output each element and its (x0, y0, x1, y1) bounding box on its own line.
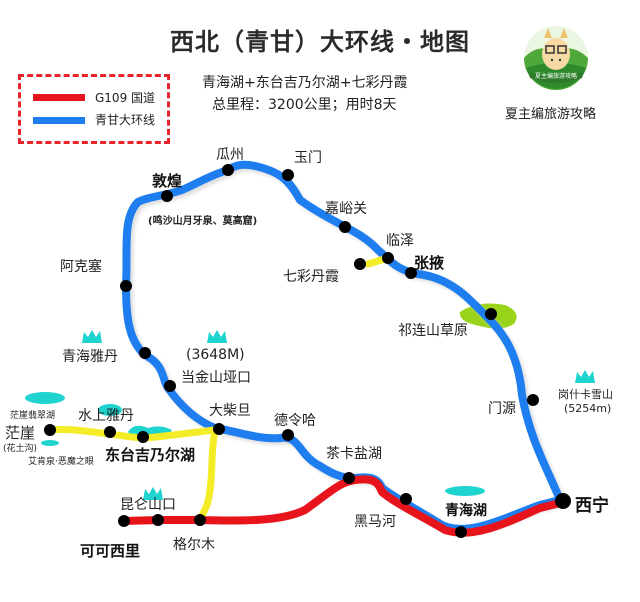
svg-text:夏主编旅游攻略: 夏主编旅游攻略 (535, 72, 577, 80)
g109-route (120, 475, 564, 537)
label-dunhuang-note: (鸣沙山月牙泉、莫高窟) (148, 216, 258, 227)
brand-name: 夏主编旅游攻略 (505, 107, 597, 122)
node-chaka[interactable] (343, 472, 355, 484)
node-delingha[interactable] (282, 429, 294, 441)
label-zhangye: 张掖 (414, 254, 445, 272)
label-qilian: 祁连山草原 (398, 323, 468, 339)
node-guazhou[interactable] (222, 164, 234, 176)
node-hoh-xil[interactable] (118, 515, 130, 527)
label-menyuan: 门源 (488, 401, 516, 417)
label-mangya-emerald: 茫崖翡翠湖 (10, 411, 56, 421)
mountains (82, 330, 595, 500)
node-qinghai-yardang[interactable] (139, 347, 151, 359)
node-dunhuang[interactable] (161, 190, 173, 202)
node-menyuan[interactable] (527, 394, 539, 406)
label-aksay: 阿克塞 (60, 259, 102, 275)
mountain-kunlun-icon (143, 487, 163, 500)
label-delingha: 德令哈 (274, 413, 316, 429)
label-hoh-xil: 可可西里 (80, 542, 141, 560)
mangya-emerald-lake-icon (25, 392, 65, 404)
legend-box: G109 国道 青甘大环线 (18, 74, 170, 144)
label-qinghai-lake: 青海湖 (445, 503, 487, 519)
node-xining[interactable] (555, 493, 571, 509)
stops (44, 164, 571, 538)
node-dangjin[interactable] (164, 380, 176, 392)
label-dangjin-alt: (3648M) (186, 347, 245, 363)
label-linze: 临泽 (386, 233, 414, 249)
node-mangya[interactable] (44, 424, 56, 436)
label-chaka: 茶卡盐湖 (326, 446, 382, 462)
label-gangshika-alt: (5254m) (564, 402, 612, 415)
horse-mascot-icon: 夏主编旅游攻略 (524, 26, 588, 90)
node-heimahe[interactable] (400, 493, 412, 505)
label-mangya-note: (花土沟) (3, 444, 38, 454)
side-routes (46, 254, 392, 524)
route-summary: 总里程：3200公里；用时8天 (212, 97, 397, 113)
legend-g109-label: G109 国道 (95, 91, 156, 105)
route-highlights: 青海湖+东台吉乃尔湖+七彩丹霞 (202, 75, 408, 91)
label-dunhuang: 敦煌 (152, 172, 183, 190)
node-shuishang-yardang[interactable] (104, 426, 116, 438)
label-aiken-spring: 艾肯泉·恶魔之眼 (28, 457, 94, 467)
lakes (25, 392, 485, 496)
mountain-dangjin-icon (207, 330, 227, 343)
node-qinghai-lake[interactable] (455, 526, 467, 538)
node-kunlun-pass[interactable] (152, 514, 164, 526)
node-yumen[interactable] (282, 169, 294, 181)
node-zhangye[interactable] (405, 267, 417, 279)
label-heimahe: 黑马河 (354, 514, 396, 530)
node-golmud[interactable] (194, 514, 206, 526)
label-yumen: 玉门 (294, 150, 322, 166)
label-dongtai-lake: 东台吉乃尔湖 (105, 446, 196, 464)
label-xining: 西宁 (575, 496, 609, 516)
mountain-gangshika-icon (575, 370, 595, 383)
label-guazhou: 瓜州 (216, 147, 244, 163)
label-qinghai-yardang: 青海雅丹 (62, 349, 118, 365)
node-jiayuguan[interactable] (339, 221, 351, 233)
label-mangya: 茫崖 (5, 424, 36, 442)
label-shuishang-yardang: 水上雅丹 (78, 408, 134, 424)
label-gangshika: 岗什卡雪山 (558, 388, 613, 401)
node-dongtai-lake[interactable] (137, 431, 149, 443)
node-qicai-danxia[interactable] (354, 258, 366, 270)
node-linze[interactable] (382, 252, 394, 264)
map-title: 西北（青甘）大环线・地图 (170, 28, 470, 56)
legend-loop-line (33, 117, 85, 124)
legend-g109-line (33, 94, 85, 101)
label-qicai-danxia: 七彩丹霞 (283, 269, 339, 285)
label-jiayuguan: 嘉峪关 (325, 201, 367, 217)
label-dangjin: 当金山垭口 (181, 370, 251, 386)
shuishang-lake-icon (98, 404, 122, 416)
node-aksay[interactable] (120, 280, 132, 292)
node-qilian[interactable] (485, 308, 497, 320)
label-dachaidan: 大柴旦 (209, 403, 251, 419)
aiken-spring-icon (41, 440, 59, 446)
brand-logo: 夏主编旅游攻略 (522, 24, 590, 92)
qinghai-lake-icon (445, 486, 485, 496)
legend-loop-label: 青甘大环线 (95, 113, 156, 127)
node-dachaidan[interactable] (213, 423, 225, 435)
mountain-qinghai-yardang-icon (82, 330, 102, 343)
label-kunlun-pass: 昆仑山口 (120, 497, 176, 513)
label-golmud: 格尔木 (173, 537, 215, 553)
